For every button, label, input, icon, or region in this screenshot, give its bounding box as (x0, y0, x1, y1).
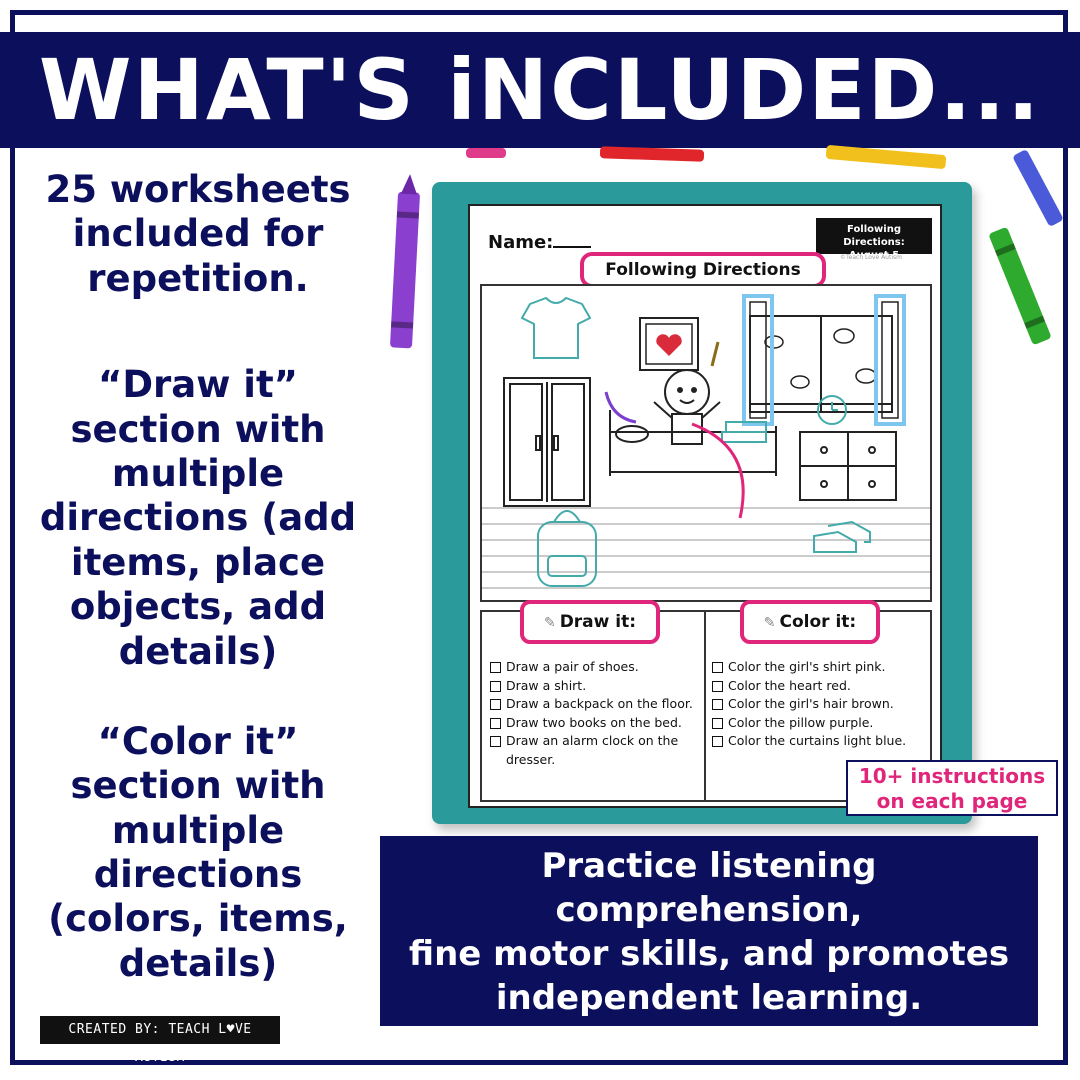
date-tag-line1: Following Directions: (843, 224, 905, 248)
right-curtain-icon (874, 294, 906, 426)
date-tag-line2: August 5 (848, 250, 900, 261)
bedroom-scene-illustration (480, 284, 932, 602)
feature-color-it: “Color it” section with multiple directi… (48, 719, 348, 985)
pink-crayon-icon (466, 148, 506, 158)
draw-item: Draw a shirt. (490, 677, 700, 696)
benefits-line2: comprehension, (555, 890, 863, 930)
creator-credit: CREATED BY: TEACH L♥VE AUTISM (40, 1016, 280, 1065)
header-banner: WHAT'S iNCLUDED... (0, 32, 1080, 148)
brown-arrow-icon (710, 341, 720, 367)
left-curtain-icon (742, 294, 774, 426)
wardrobe-icon (503, 377, 591, 507)
color-item: Color the girl's hair brown. (712, 695, 928, 714)
feature-worksheets: 25 worksheets included for repetition. (45, 168, 351, 300)
draw-item: Draw a backpack on the floor. (490, 695, 700, 714)
name-field: Name: (488, 232, 592, 253)
draw-item: Draw a pair of shoes. (490, 658, 700, 677)
tshirt-icon (520, 296, 592, 359)
copyright-text: ©Teach Love Autism (840, 254, 902, 261)
shoes-icon (813, 520, 871, 553)
heart-picture-icon (639, 317, 699, 371)
books-icon (721, 421, 767, 443)
alarm-clock-icon (817, 395, 847, 425)
draw-it-list: Draw a pair of shoes. Draw a shirt. Draw… (490, 658, 700, 769)
benefits-line1: Practice listening (541, 846, 877, 886)
color-item: Color the curtains light blue. (712, 732, 928, 751)
benefits-line4: independent learning. (495, 978, 923, 1018)
name-label: Name: (488, 232, 554, 253)
banner-title: WHAT'S iNCLUDED... (38, 41, 1042, 139)
feature-draw-it: “Draw it” section with multiple directio… (39, 363, 357, 673)
color-it-list: Color the girl's shirt pink. Color the h… (712, 658, 928, 751)
instructions-count-badge: 10+ instructions on each page (846, 760, 1058, 816)
benefits-box: Practice listening comprehension, fine m… (380, 836, 1038, 1026)
bed-icon (609, 410, 777, 476)
feature-list: 25 worksheets included for repetition. “… (28, 168, 368, 1032)
color-item: Color the heart red. (712, 677, 928, 696)
instructions-panel: ✎Draw it: ✎Color it: Draw a pair of shoe… (480, 600, 932, 802)
pink-arrow-icon (691, 422, 745, 519)
benefits-line3: fine motor skills, and promotes (408, 934, 1010, 974)
worksheet-title: Following Directions (580, 252, 826, 288)
draw-item: Draw an alarm clock on the dresser. (490, 732, 700, 769)
backpack-icon (537, 510, 597, 587)
color-item: Color the pillow purple. (712, 714, 928, 733)
color-item: Color the girl's shirt pink. (712, 658, 928, 677)
pencil-hand-icon: ✎ (543, 615, 556, 631)
draw-item: Draw two books on the bed. (490, 714, 700, 733)
date-tag: Following Directions: August 5 (816, 218, 932, 261)
girl-icon (653, 369, 721, 445)
color-it-heading: ✎Color it: (740, 600, 880, 644)
dresser-icon (799, 431, 897, 501)
purple-arrow-icon (604, 391, 637, 424)
badge-line2: on each page (876, 789, 1028, 813)
badge-line1: 10+ instructions (858, 764, 1046, 788)
worksheet-preview: Name: Following Directions: August 5 ©Te… (468, 204, 942, 808)
bedroom-illustration (482, 294, 930, 589)
crayon-hand-icon: ✎ (763, 615, 776, 631)
draw-it-heading: ✎Draw it: (520, 600, 660, 644)
